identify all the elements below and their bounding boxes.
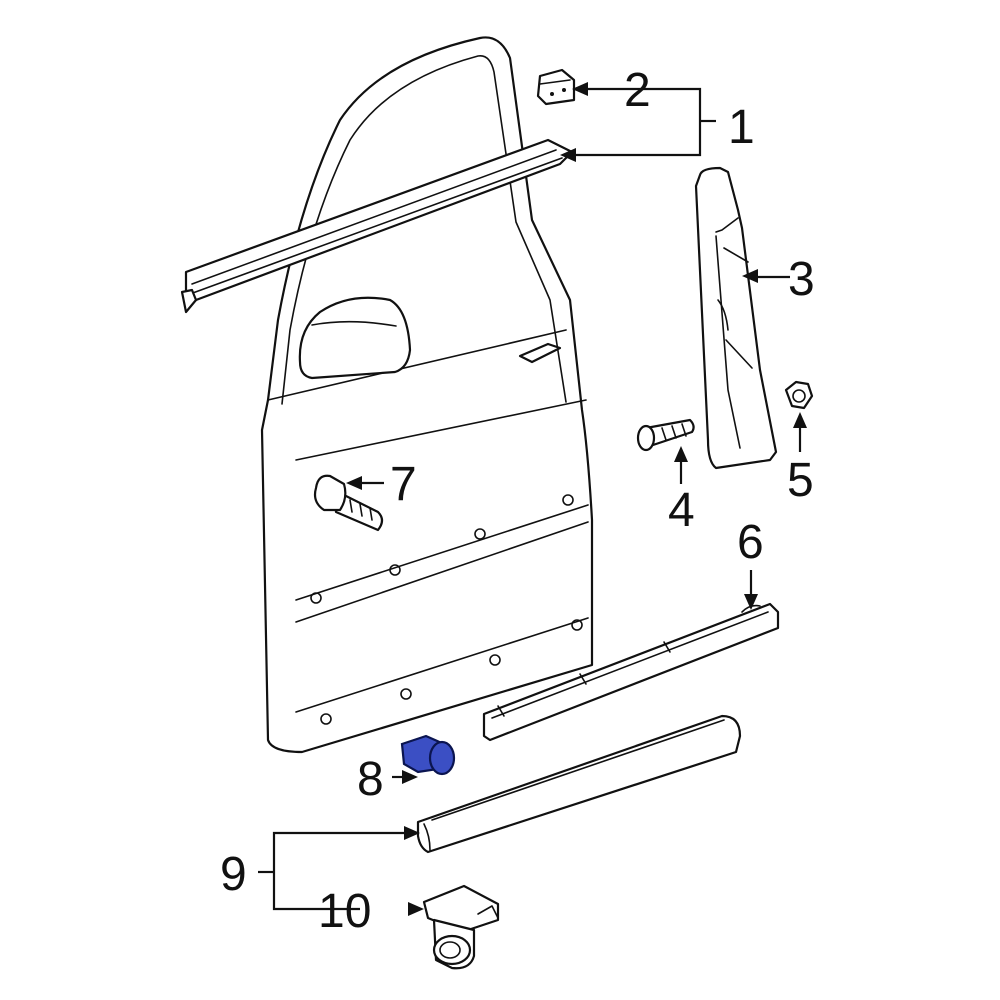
callout-4: 4 [668,484,695,537]
callout-8: 8 [357,753,384,806]
leader-3 [742,269,790,283]
belt-molding [180,138,574,314]
leader-9-10 [258,826,424,916]
door-moulding-upper [482,602,780,742]
callout-7: 7 [390,458,417,511]
clip-part [536,68,576,106]
leader-6 [744,570,758,610]
leader-8 [392,770,418,784]
door-moulding-lower [416,714,742,854]
stud-bolt [636,418,695,452]
sensor-bracket [422,884,500,970]
callout-9: 9 [220,848,247,901]
leader-1-2 [560,82,716,162]
highlighted-clip [400,734,456,776]
leader-4 [674,446,688,484]
pillar-applique [694,166,778,470]
leader-7 [346,476,384,490]
callout-6: 6 [737,516,764,569]
hinge-bolt [313,474,384,532]
nut-part [784,380,814,410]
leader-5 [793,412,807,452]
callout-5: 5 [787,454,814,507]
callout-2: 2 [624,64,651,117]
callout-3: 3 [788,253,815,306]
callout-10: 10 [318,885,371,938]
callout-1: 1 [728,101,755,154]
